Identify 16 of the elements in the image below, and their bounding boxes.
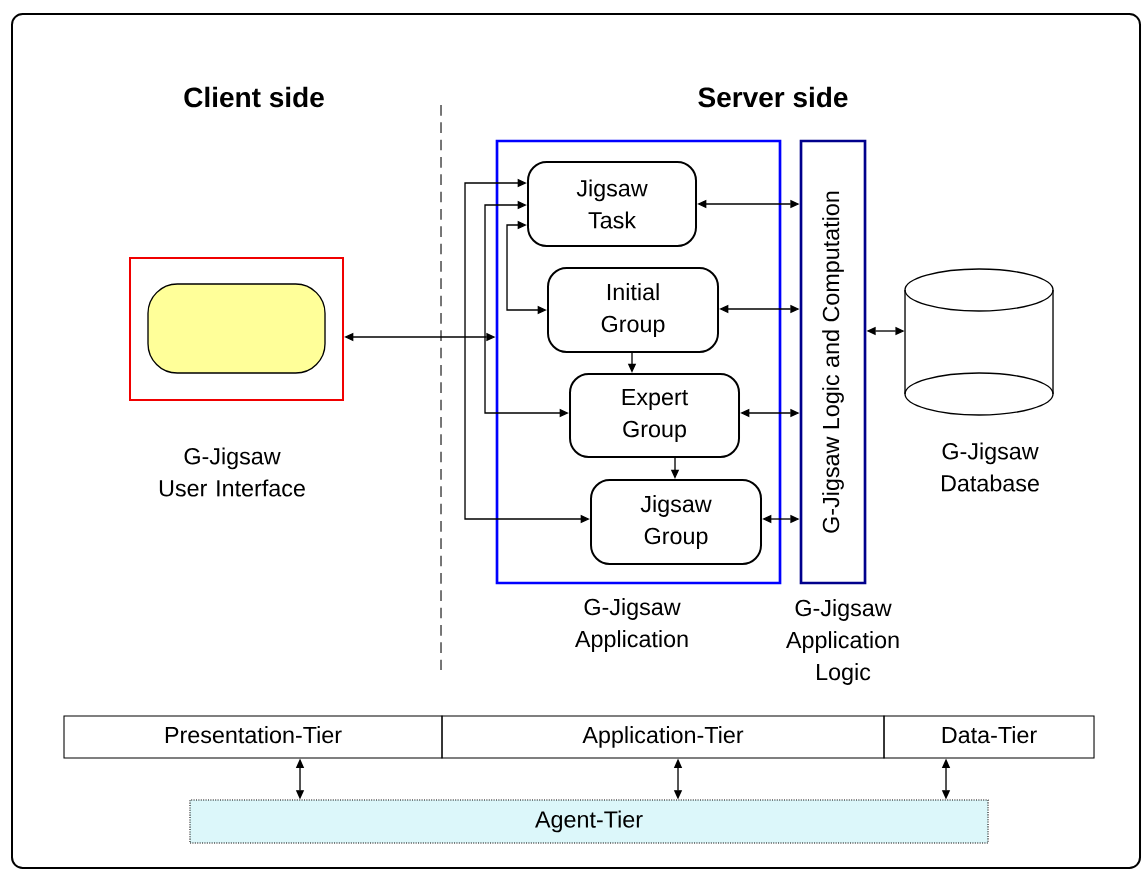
process-box: Expert Group: [569, 373, 740, 458]
box-caption: G-Jigsaw Application: [575, 598, 688, 652]
side-heading: Client side: [184, 86, 324, 108]
process-box: Initial Group: [547, 267, 719, 353]
tier-box: Application-Tier: [441, 715, 885, 759]
process-box: Jigsaw Task: [527, 161, 697, 247]
box-caption: G-Jigsaw Database: [942, 442, 1039, 492]
side-heading: Server side: [698, 86, 848, 108]
tier-box: Presentation-Tier: [63, 715, 443, 759]
process-box: Jigsaw Group: [590, 479, 762, 565]
tier-box: Data-Tier: [883, 715, 1095, 759]
box-caption: G-Jigsaw User Interface: [159, 447, 305, 497]
screen-box: [147, 283, 326, 374]
tier-box: Agent-Tier: [189, 799, 989, 844]
box-label: G-Jigsaw Logic and Computation: [822, 191, 844, 533]
box-caption: G-Jigsaw Application Logic: [786, 599, 899, 685]
